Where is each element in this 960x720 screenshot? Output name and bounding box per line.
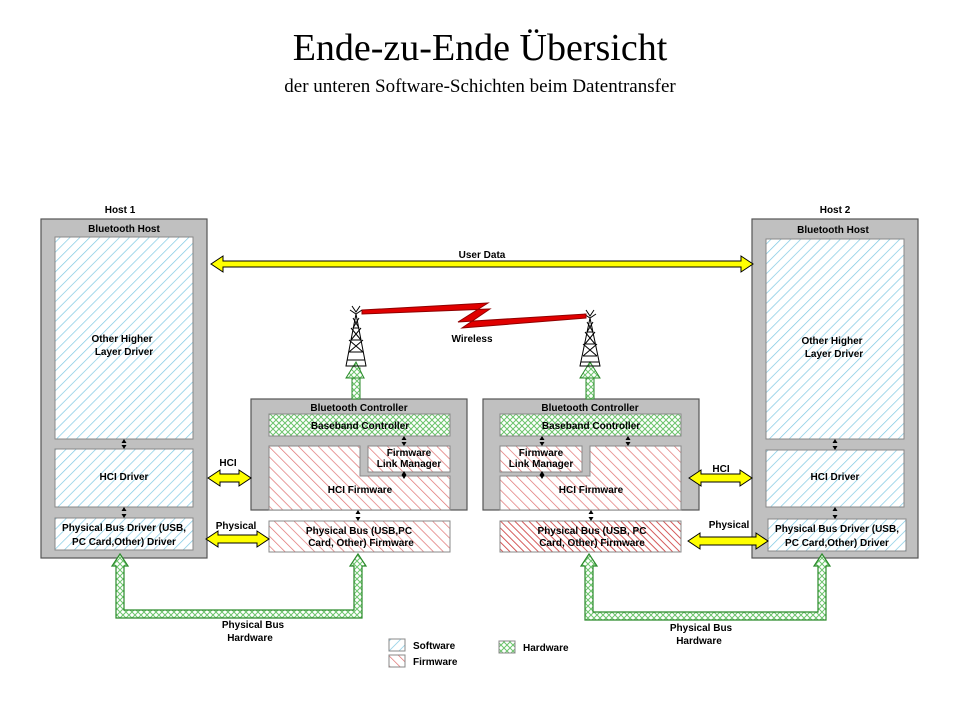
hci-right-label: HCI: [712, 464, 729, 475]
hci-arrow-left: HCI: [207, 458, 252, 487]
controller-2-bus-firmware-line-2: Card, Other) Firmware: [539, 538, 645, 549]
legend-hardware-swatch: [498, 640, 516, 654]
host-1-hci-driver-label: HCI Driver: [100, 472, 149, 483]
controller-2-bus-firmware: [499, 520, 682, 553]
controller-2-hci-firmware: [499, 445, 682, 511]
physical-bus-hardware-left: Physical Bus Hardware: [110, 552, 368, 644]
legend-software-swatch: [388, 638, 406, 652]
controller-1-bus-firmware-line-2: Card, Other) Firmware: [308, 538, 414, 549]
page-title: Ende-zu-Ende Übersicht: [292, 27, 668, 69]
controller-2-baseband-label: Baseband Controller: [542, 421, 640, 432]
controller-1-baseband: [268, 413, 451, 437]
page-subtitle: der unteren Software-Schichten beim Date…: [284, 76, 676, 97]
host-2-higher-layer-line-1: Other Higher: [801, 336, 862, 347]
controller-1-link-manager-line-2: Link Manager: [377, 459, 442, 470]
controller-1-baseband-label: Baseband Controller: [311, 421, 409, 432]
host-1-higher-layer-line-2: Layer Driver: [95, 347, 153, 358]
host-2-inner-arrows: [832, 439, 838, 519]
legend-hardware-label: Hardware: [523, 643, 569, 654]
controller-2: Bluetooth Controller Baseband Controller…: [482, 398, 700, 553]
hci-left-label: HCI: [219, 458, 236, 469]
legend-software-label: Software: [413, 641, 456, 652]
host-1-bus-driver-line-2: PC Card,Other) Driver: [72, 537, 176, 548]
controller-1-link-manager: [367, 445, 451, 473]
antenna-2: [579, 309, 601, 400]
controller-1-bus-firmware: [268, 520, 451, 553]
host-2-bus-driver-line-2: PC Card,Other) Driver: [785, 538, 889, 549]
controller-1-hci-firmware: [268, 445, 451, 511]
controller-1-label: Bluetooth Controller: [310, 403, 407, 414]
controller-2-link-manager-line-2: Link Manager: [509, 459, 574, 470]
host-1-bluetooth-host-label: Bluetooth Host: [88, 224, 160, 235]
host-2-label: Host 2: [820, 205, 851, 216]
host-1-higher-layer-line-1: Other Higher: [91, 334, 152, 345]
legend-firmware-swatch: [388, 654, 406, 668]
controller-2-link-manager: [499, 445, 583, 473]
physical-arrow-left: Physical: [205, 521, 270, 548]
controller-2-baseband-arrows: [625, 436, 631, 446]
host-1-bus-driver-line-1: Physical Bus Driver (USB,: [62, 523, 186, 534]
user-data-arrow: User Data: [210, 250, 754, 273]
controller-2-label: Bluetooth Controller: [541, 403, 638, 414]
physical-bus-hw-right-line-2: Hardware: [676, 636, 722, 647]
hci-arrow-right: HCI: [688, 464, 753, 487]
host-1-label: Host 1: [105, 205, 136, 216]
host-2-bus-driver: [767, 518, 907, 552]
user-data-label: User Data: [459, 250, 506, 261]
wireless-label: Wireless: [451, 334, 492, 345]
host-2-hci-driver: [765, 449, 905, 508]
physical-bus-hw-right-line-1: Physical Bus: [670, 623, 733, 634]
host-1: Host 1 Bluetooth Host Other Higher Layer…: [40, 205, 208, 559]
controller-1-bus-firmware-line-1: Physical Bus (USB,PC: [306, 526, 412, 537]
physical-arrow-right: Physical: [687, 520, 769, 550]
controller-2-bus-firmware-line-1: Physical Bus (USB, PC: [538, 526, 647, 537]
controller-2-baseband: [499, 413, 682, 437]
host-2-higher-layer-line-2: Layer Driver: [805, 349, 863, 360]
physical-bus-hw-left-line-2: Hardware: [227, 633, 273, 644]
antenna-1: [345, 305, 367, 400]
physical-bus-hardware-right: Physical Bus Hardware: [579, 552, 832, 647]
host-2-bluetooth-host-label: Bluetooth Host: [797, 225, 869, 236]
host-2-hci-driver-label: HCI Driver: [811, 472, 860, 483]
physical-bus-hw-left-line-1: Physical Bus: [222, 620, 285, 631]
physical-right-label: Physical: [709, 520, 750, 531]
controller-1-hci-firmware-label: HCI Firmware: [328, 485, 393, 496]
host-2-bus-driver-line-1: Physical Bus Driver (USB,: [775, 524, 899, 535]
controller-2-link-manager-line-1: Firmware: [519, 448, 564, 459]
controller-1: Bluetooth Controller Baseband Controller…: [250, 398, 468, 553]
wireless-signal: Wireless: [361, 302, 587, 345]
controller-2-hci-firmware-label: HCI Firmware: [559, 485, 624, 496]
controller-1-link-manager-line-1: Firmware: [387, 448, 432, 459]
host-1-higher-layer-driver: [54, 236, 194, 440]
legend: Software Firmware Hardware: [388, 638, 569, 668]
host-2: Host 2 Bluetooth Host Other Higher Layer…: [751, 205, 919, 559]
legend-firmware-label: Firmware: [413, 657, 458, 668]
physical-left-label: Physical: [216, 521, 257, 532]
